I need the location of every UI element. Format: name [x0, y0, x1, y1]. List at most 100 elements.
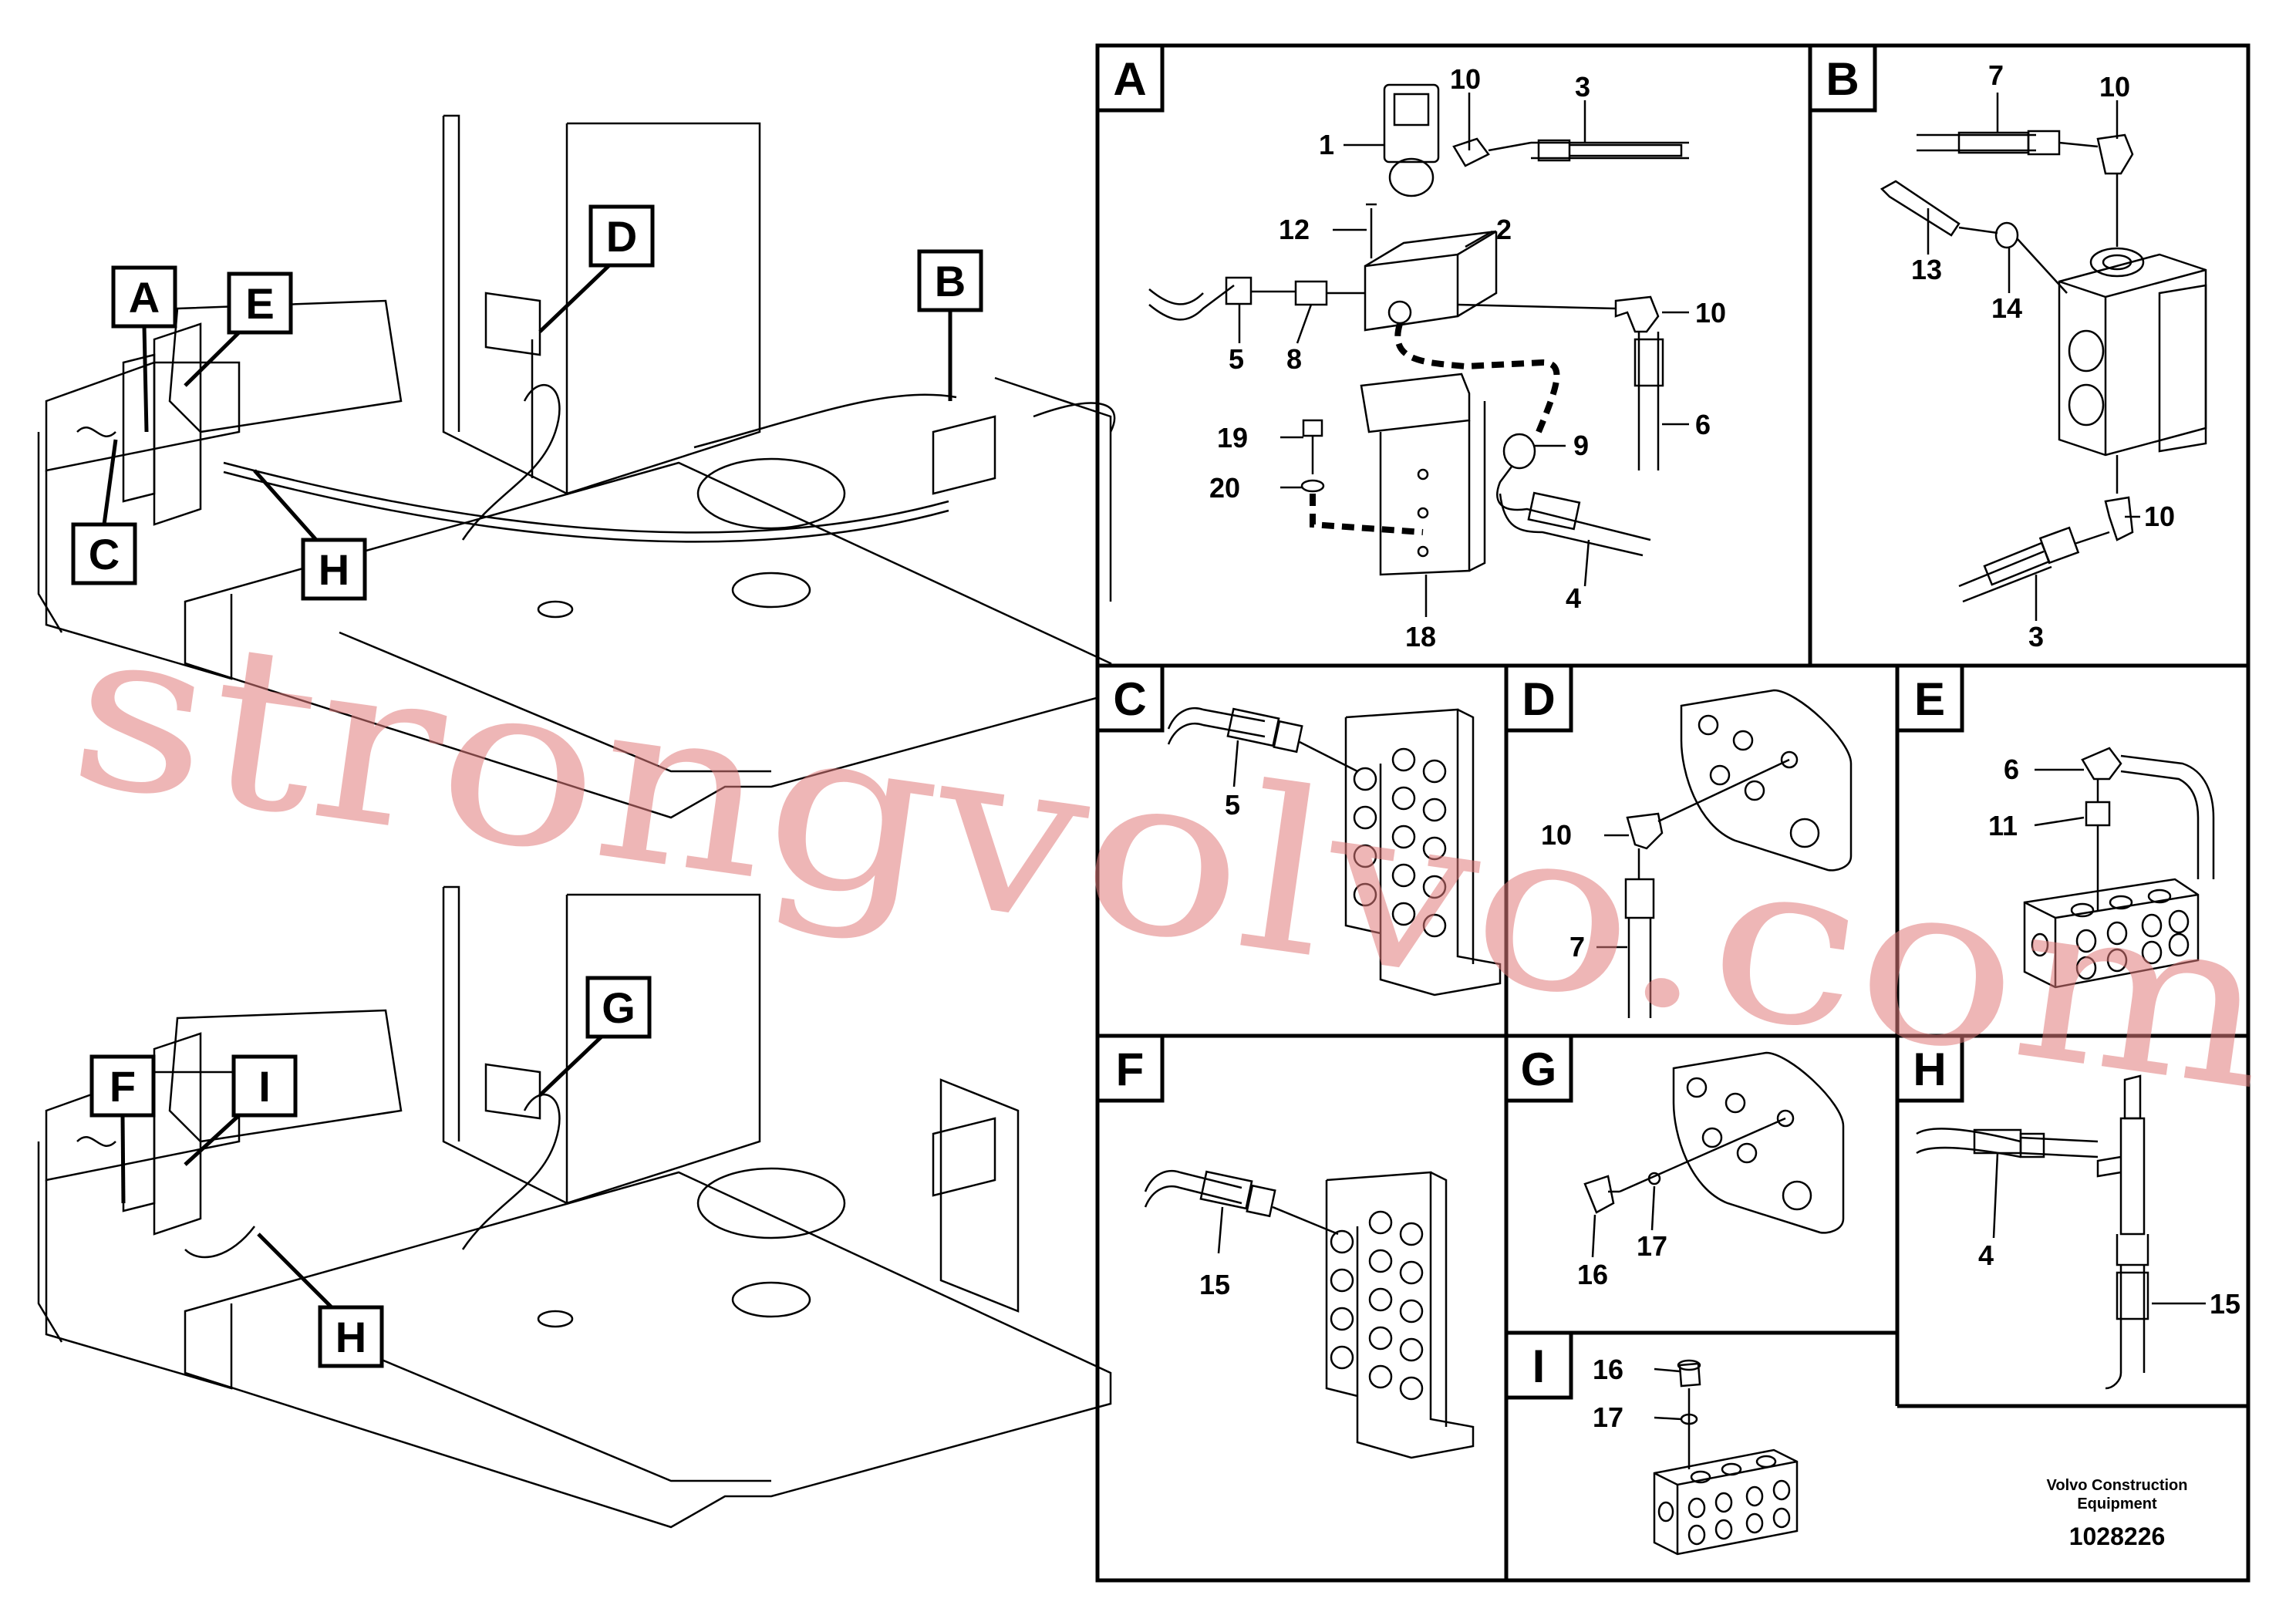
panel-A-label-10a: 10: [1450, 63, 1481, 95]
panel-I-label-17: 17: [1593, 1401, 1623, 1433]
panel-D-label-10: 10: [1541, 819, 1572, 851]
panel-tag-I: I: [1504, 1330, 1573, 1400]
panel-E-label-6: 6: [2004, 754, 2019, 785]
overview-bottom-callouts: F G H I: [89, 976, 652, 1368]
panel-B-label-10a: 10: [2099, 71, 2130, 103]
footer-company-line2: Equipment: [2077, 1496, 2157, 1512]
panel-I-drawing: [1653, 1359, 1799, 1556]
panel-H-label-15: 15: [2210, 1288, 2240, 1320]
svg-text:I: I: [258, 1062, 271, 1111]
callout-F-bottom[interactable]: F: [89, 1054, 156, 1204]
panel-letter-tags: A B C D E F G H I: [1095, 43, 1964, 1400]
panel-A-leaders: [1238, 93, 1689, 617]
callout-D-top[interactable]: D: [538, 204, 655, 333]
panel-H-label-4: 4: [1978, 1239, 1994, 1271]
panel-A-label-2: 2: [1496, 214, 1512, 245]
panel-G-label-17: 17: [1637, 1230, 1667, 1262]
panel-I-label-16: 16: [1593, 1354, 1623, 1385]
svg-text:I: I: [1532, 1340, 1546, 1392]
panel-G-drawing: [1583, 1051, 1845, 1234]
footer-block: Volvo Construction Equipment 1028226: [2047, 1477, 2188, 1550]
svg-text:E: E: [1914, 673, 1945, 725]
svg-text:C: C: [89, 530, 120, 578]
svg-text:F: F: [1116, 1044, 1145, 1095]
panel-E-label-11: 11: [1988, 810, 2018, 841]
panel-A-label-12: 12: [1279, 214, 1310, 245]
panel-H-drawing: [1916, 1074, 2149, 1390]
callout-E-top[interactable]: E: [184, 271, 293, 387]
callout-B-top[interactable]: B: [917, 249, 983, 401]
panel-tag-F: F: [1095, 1034, 1165, 1103]
panel-B-label-10b: 10: [2144, 501, 2175, 532]
svg-text:C: C: [1113, 673, 1146, 725]
panel-A-label-5: 5: [1229, 343, 1244, 375]
callout-H-bottom[interactable]: H: [257, 1233, 384, 1368]
overview-top-callouts: A B C D E H: [71, 204, 983, 601]
panel-I-leaders: [1654, 1367, 1682, 1421]
svg-text:D: D: [606, 212, 637, 261]
svg-text:F: F: [110, 1062, 136, 1111]
panel-F-drawing: [1144, 1170, 1475, 1459]
panel-A-label-19: 19: [1217, 422, 1248, 454]
panel-C-label-5: 5: [1225, 789, 1240, 821]
panel-G-label-16: 16: [1577, 1259, 1608, 1290]
svg-text:E: E: [245, 279, 274, 328]
callout-I-bottom[interactable]: I: [184, 1054, 298, 1166]
panel-tag-H: H: [1895, 1034, 1964, 1103]
panel-tag-G: G: [1504, 1034, 1573, 1103]
panel-I-part-labels: 16 17: [1593, 1354, 1623, 1433]
panel-B-label-14: 14: [1991, 292, 2022, 324]
panel-tag-B: B: [1808, 43, 1877, 113]
panel-B-label-3: 3: [2028, 621, 2044, 653]
panel-B-label-7: 7: [1988, 59, 2004, 91]
callout-A-top[interactable]: A: [111, 265, 177, 433]
panel-tag-A: A: [1095, 43, 1165, 113]
panel-D-part-labels: 7 10: [1541, 819, 1585, 963]
callout-H-top[interactable]: H: [253, 469, 367, 601]
panel-H-part-labels: 4 15: [1978, 1239, 2240, 1320]
panel-B-drawing: [1880, 130, 2207, 603]
panel-H-leaders: [1992, 1152, 2206, 1305]
panel-C-drawing: [1167, 707, 1502, 996]
panel-A-label-1: 1: [1319, 129, 1334, 160]
svg-text:G: G: [1521, 1044, 1557, 1095]
callout-G-bottom[interactable]: G: [538, 976, 652, 1097]
svg-text:G: G: [602, 983, 636, 1032]
panel-A-label-4: 4: [1566, 582, 1581, 614]
panel-tag-D: D: [1504, 663, 1573, 733]
panel-G-leaders: [1591, 1185, 1656, 1258]
panel-A-label-20: 20: [1209, 472, 1240, 504]
panel-F-label-15: 15: [1199, 1269, 1230, 1300]
svg-text:H: H: [319, 545, 349, 594]
panel-C-leaders: [1232, 740, 1239, 787]
panel-A-label-3: 3: [1575, 71, 1590, 103]
watermark: strongvolvo.com: [57, 575, 2285, 1141]
overview-bottom-illustration: [37, 885, 1112, 1529]
panel-F-leaders: [1217, 1206, 1224, 1254]
detail-panels-frame: [1095, 43, 2250, 1583]
panel-G-part-labels: 16 17: [1577, 1230, 1667, 1290]
panel-D-label-7: 7: [1569, 931, 1585, 963]
panel-A-label-9: 9: [1573, 430, 1589, 461]
footer-doc-number: 1028226: [2069, 1523, 2166, 1550]
svg-text:A: A: [1113, 53, 1146, 105]
svg-text:A: A: [129, 273, 160, 322]
panel-E-drawing: [2023, 747, 2215, 989]
panel-A-part-labels: 1 2 3 4 5 6 8 9 10 10 12 18 19 20: [1209, 63, 1726, 653]
panel-A-label-8: 8: [1286, 343, 1302, 375]
panel-A-label-10b: 10: [1695, 297, 1726, 329]
panel-B-label-13: 13: [1911, 254, 1942, 285]
panel-B-leaders: [1927, 93, 2140, 621]
svg-text:D: D: [1522, 673, 1555, 725]
panel-E-leaders: [2034, 768, 2085, 827]
overview-top-illustration: [37, 114, 1116, 819]
panel-B-part-labels: 3 7 10 10 13 14: [1911, 59, 2175, 653]
panel-tag-E: E: [1895, 663, 1964, 733]
svg-text:B: B: [1826, 53, 1859, 105]
svg-text:H: H: [335, 1313, 366, 1361]
callout-C-top[interactable]: C: [71, 439, 137, 585]
panel-A-label-18: 18: [1405, 621, 1436, 653]
svg-text:B: B: [935, 257, 966, 305]
footer-company-line1: Volvo Construction: [2047, 1477, 2188, 1494]
